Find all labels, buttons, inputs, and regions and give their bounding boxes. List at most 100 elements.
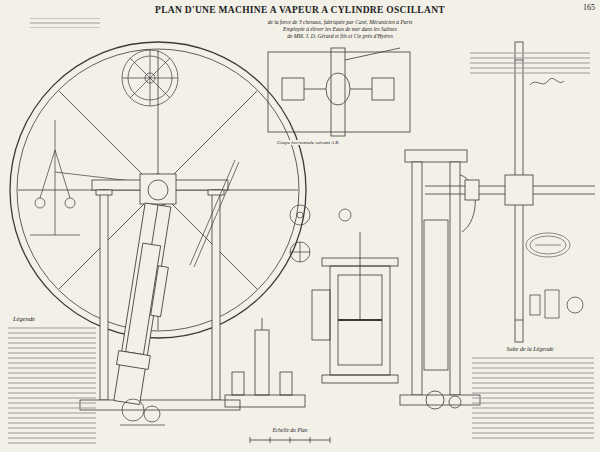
flywheel [10, 42, 306, 338]
flywheel-part [10, 42, 306, 338]
plan-view [268, 48, 410, 136]
cylinder-section-part [312, 290, 330, 340]
gear-wheel [122, 50, 178, 106]
subtitle-line: de MM. J. D. Gérard et fils et Cie près … [286, 34, 394, 40]
pump-gears-part [122, 399, 144, 421]
detail-pieces-part [290, 242, 310, 262]
library-stamp-part [530, 236, 566, 254]
side-elevation-part [450, 162, 460, 395]
engine-frame [80, 174, 240, 410]
handwritten-notes-part [472, 356, 594, 442]
side-elevation-part [449, 396, 461, 408]
eccentric-detail [530, 290, 583, 318]
scale-label: Échelle du Plan [271, 428, 308, 434]
cylinder-section-part [360, 232, 361, 320]
side-elevation [400, 42, 595, 409]
side-elevation-part [400, 395, 480, 405]
page-number: 165 [582, 4, 596, 12]
section-label: Coupe horizontale suivant A B [276, 140, 339, 145]
engine-frame-part [80, 400, 240, 410]
legend-heading: Légende [12, 316, 36, 323]
eccentric-detail-part [530, 295, 540, 315]
plan-view-part [345, 48, 400, 60]
detail-pieces [290, 205, 351, 262]
gear-wheel-part [130, 58, 170, 98]
cylinder-section [312, 232, 398, 383]
oscillating-cylinder-part [151, 266, 169, 317]
detail-pieces-part [339, 209, 351, 221]
scale-bar-part [290, 437, 291, 443]
gear-wheel-part [122, 50, 178, 106]
plan-view-part [326, 73, 350, 105]
governor-part [55, 150, 70, 198]
detail-pieces-part [297, 212, 303, 218]
pump-gears-part [144, 406, 160, 422]
governor-part [55, 120, 56, 235]
eccentric-detail-part [567, 297, 583, 313]
scale-bar-part [250, 437, 251, 443]
eccentric-detail-part [545, 290, 559, 318]
oscillating-cylinder [111, 202, 178, 405]
handwritten-notes-part [530, 78, 564, 85]
plan-view-part [282, 78, 304, 100]
flywheel-part [59, 91, 147, 179]
library-stamp [526, 233, 570, 257]
flywheel-part [158, 50, 159, 174]
sheet-title: PLAN D'UNE MACHINE A VAPEUR A CYLINDRE O… [154, 6, 446, 16]
subtitle-line: de la force de 3 chevaux, fabriquée par … [267, 20, 414, 26]
pump-detail-part [262, 318, 263, 330]
side-elevation-part [426, 391, 444, 409]
scale-bar-part [310, 437, 311, 443]
engine-frame-part [96, 190, 112, 195]
flywheel-part [17, 49, 299, 331]
detail-pieces-part [300, 242, 301, 262]
pump-detail-part [232, 372, 244, 395]
side-elevation-part [505, 175, 533, 205]
flywheel-part [169, 91, 257, 179]
governor-part [65, 198, 75, 208]
side-elevation-part [405, 150, 467, 162]
pump-gears [120, 160, 239, 425]
engine-frame-part [100, 190, 108, 400]
governor [30, 120, 140, 235]
governor-part [30, 235, 80, 236]
scale-bar-part [270, 437, 271, 443]
engine-frame-part [140, 174, 176, 204]
plan-view-part [372, 78, 394, 100]
subtitle-line: Employée à élever les Eaux de mer dans l… [282, 27, 398, 33]
library-stamp-part [526, 233, 570, 257]
oscillating-cylinder-part [114, 203, 171, 405]
side-elevation-part [412, 162, 422, 395]
pump-detail-part [280, 372, 292, 395]
plan-view-part [331, 48, 345, 136]
handwritten-notes-part [30, 18, 100, 28]
gear-wheel-part [130, 58, 170, 98]
handwritten-notes-part [470, 52, 590, 74]
plan-view-part [304, 89, 326, 90]
cylinder-section-part [322, 375, 398, 383]
plan-view-part [268, 52, 410, 132]
oscillating-cylinder-part [117, 351, 151, 370]
governor-part [35, 198, 45, 208]
plan-view-part [350, 89, 372, 90]
pump-detail-part [255, 330, 269, 395]
scale-bar [250, 437, 330, 443]
pump-gears-part [190, 160, 235, 265]
pump-detail [225, 318, 305, 407]
side-elevation-part [465, 180, 479, 200]
scale-bar-part [330, 437, 331, 443]
side-elevation-part [424, 220, 448, 370]
legend-heading: Suite de la Légende [505, 346, 554, 352]
detail-pieces-part [290, 205, 310, 225]
pump-gears-part [120, 425, 165, 426]
side-elevation-part [515, 320, 523, 321]
engine-frame-part [148, 180, 168, 200]
handwritten-notes [8, 18, 594, 445]
pump-gears-part [194, 162, 239, 267]
library-stamp-part [535, 245, 561, 246]
handwritten-notes-part [8, 327, 96, 445]
pump-detail-part [225, 395, 305, 407]
